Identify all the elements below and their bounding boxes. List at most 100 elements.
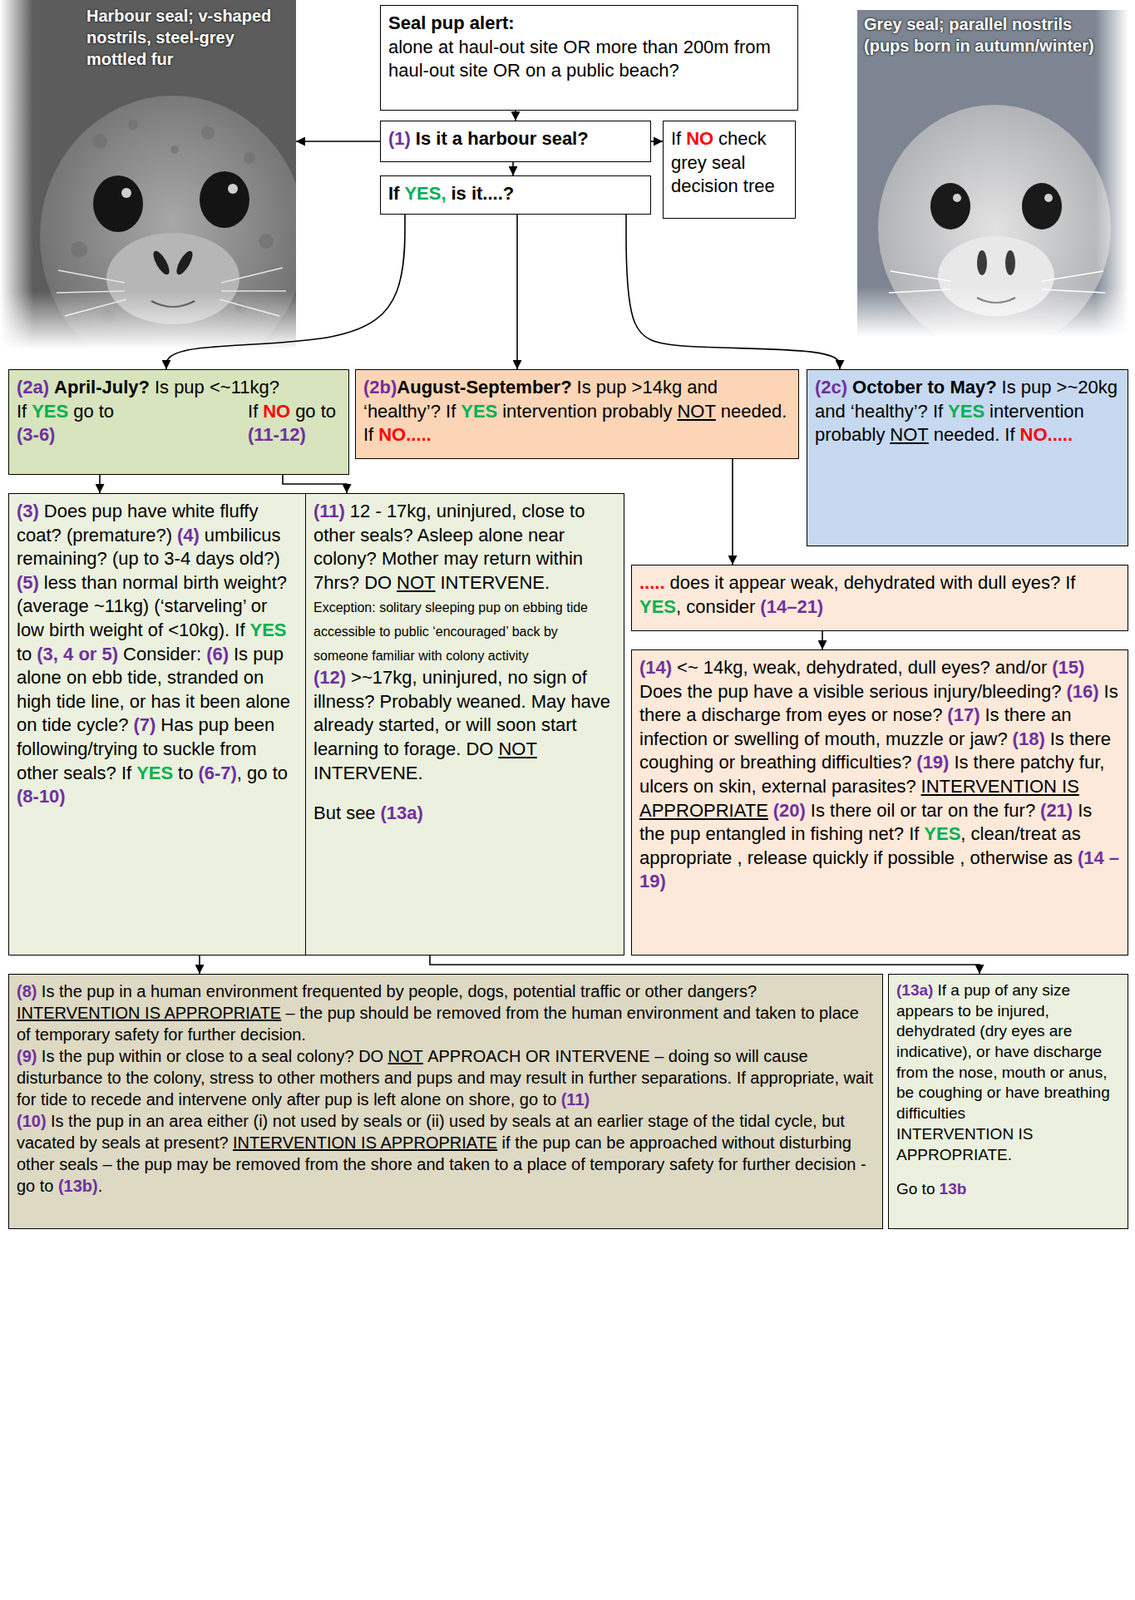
illustration-part — [58, 270, 125, 283]
text-cell: IfYESgo to(3-6) — [16, 399, 119, 448]
box-text: >~17kg, uninjured, no sign of illness? P… — [313, 666, 611, 760]
step-number: (4) — [177, 524, 200, 546]
box-text: If a pup of any size appears to be injur… — [896, 981, 1111, 1122]
node-content: (8)Is the pup in a human environment fre… — [9, 974, 883, 1203]
step-number: (15) — [1051, 656, 1085, 678]
step-number: (1) — [388, 128, 411, 149]
seal-eye — [199, 171, 250, 228]
step-number: (6-7) — [197, 762, 237, 784]
step-number: (8) — [16, 982, 37, 1001]
emphasis-text: INTERVENTION IS APPROPRIATE — [16, 1003, 282, 1022]
step-number: (14) — [639, 656, 672, 678]
box-text: If — [247, 400, 258, 422]
step-number: (13a) — [380, 802, 424, 824]
photo-caption: Grey seal; parallel nostrils (pups born … — [863, 14, 1095, 55]
flow-arrow — [296, 140, 380, 143]
box-text: , go to — [236, 762, 288, 784]
yes-answer: YES — [249, 619, 287, 641]
text-row: (8)Is the pup in a human environment fre… — [16, 980, 875, 1197]
box-text: . — [98, 1176, 104, 1195]
flow-arrow — [626, 214, 840, 370]
text-cell: (2c)October to May?Is pup >~20kg and ‘he… — [814, 375, 1121, 448]
seal-eye — [930, 182, 971, 230]
question-box: (1)Is it a harbour seal? — [379, 120, 652, 163]
node-content: IfNOcheck grey seal decision tree — [663, 121, 795, 205]
node-content: (13a)If a pup of any size appears to be … — [888, 974, 1128, 1206]
text-cell: IfYES,is it....? — [388, 182, 643, 207]
flow-arrow — [514, 110, 517, 121]
step-number: (2b) — [363, 376, 397, 398]
flow-arrow — [198, 955, 201, 974]
step-number: 13b — [939, 1179, 968, 1198]
illustration-part — [170, 145, 179, 154]
step-number: (14–21) — [759, 596, 824, 617]
text-cell: (11)12 - 17kg, uninjured, close to other… — [313, 499, 617, 826]
check-box: (3)Does pup have white fluffy coat? (pre… — [8, 493, 306, 956]
box-text: , consider — [676, 596, 756, 617]
text-row: (1)Is it a harbour seal? — [388, 127, 643, 152]
parallel-nostril — [977, 250, 987, 276]
text-row: .....does it appear weak, dehydrated wit… — [639, 571, 1121, 619]
heading-text: If — [388, 182, 400, 204]
node-content: Seal pup alert:alone at haul-out site OR… — [380, 5, 798, 89]
step-number: (11) — [313, 500, 346, 522]
node-content: (3)Does pup have white fluffy coat? (pre… — [9, 493, 306, 815]
text-row: (2b)August-September?Is pup >14kg and ‘h… — [363, 375, 791, 448]
box-text: If — [16, 400, 27, 422]
illustration-part — [1041, 271, 1104, 282]
text-row: Seal pup alert:alone at haul-out site OR… — [388, 11, 790, 84]
box-text: to — [177, 762, 193, 784]
box-text: Go to — [896, 1164, 1121, 1198]
emphasis-text: NOT — [889, 424, 928, 445]
seal-photo: Grey seal; parallel nostrils (pups born … — [857, 9, 1129, 337]
illustration-part — [70, 241, 88, 258]
flow-arrow — [282, 474, 347, 494]
yes-answer: YES, — [404, 182, 446, 204]
note-box: IfNOcheck grey seal decision tree — [662, 120, 796, 219]
text-cell: (1)Is it a harbour seal? — [388, 127, 643, 152]
step-number: (7) — [133, 714, 156, 736]
node-content: (11)12 - 17kg, uninjured, close to other… — [305, 493, 624, 832]
box-text: INTERVENE. — [439, 572, 550, 593]
step-number: (12) — [313, 666, 346, 688]
flow-arrow — [516, 214, 519, 370]
text-row: IfYESgo to(3-6)IfNOgo to(11-12) — [16, 399, 341, 448]
seal-photo: Harbour seal; v-shaped nostrils, steel-g… — [0, 0, 297, 350]
emphasis-text: INTERVENTION IS APPROPRIATE — [232, 1133, 498, 1152]
text-cell: Seal pup alert:alone at haul-out site OR… — [388, 11, 790, 84]
box-text: less than normal birth weight? (average … — [16, 572, 287, 641]
flow-arrow — [166, 214, 405, 370]
check-box: (11)12 - 17kg, uninjured, close to other… — [305, 493, 625, 956]
step-number: (5) — [16, 572, 40, 593]
text-cell: Grey seal; parallel nostrils (pups born … — [863, 13, 1122, 57]
illustration-part — [92, 133, 108, 149]
yes-answer: YES — [923, 823, 961, 844]
text-row: IfYES,is it....? — [388, 182, 643, 207]
box-text: go to — [73, 400, 114, 422]
check-box: .....does it appear weak, dehydrated wit… — [631, 564, 1129, 632]
photo-fade — [0, 291, 297, 350]
heading-text: Seal pup alert: — [388, 12, 515, 34]
heading-text: August-September? — [396, 376, 572, 398]
yes-answer: YES — [460, 400, 498, 422]
parallel-nostril — [1005, 250, 1016, 276]
v-nostril — [173, 248, 196, 277]
text-cell: Harbour seal; v-shaped nostrils, steel-g… — [86, 4, 292, 70]
box-text: If — [671, 128, 681, 149]
text-row: Harbour seal; v-shaped nostrils, steel-g… — [86, 4, 292, 70]
flow-arrow — [512, 162, 514, 176]
eye-highlight — [952, 193, 962, 203]
step-number: (9) — [16, 1046, 37, 1066]
step-number: (21) — [1040, 799, 1073, 821]
box-text: INTERVENE. — [313, 762, 424, 784]
node-content: Harbour seal; v-shaped nostrils, steel-g… — [0, 0, 297, 75]
node-content: (14)<~ 14kg, weak, dehydrated, dull eyes… — [631, 650, 1128, 900]
node-content: .....does it appear weak, dehydrated wit… — [631, 565, 1128, 625]
illustration-part — [258, 233, 274, 249]
step-number: (3-6) — [16, 424, 55, 445]
box-text: Is the pup within or close to a seal col… — [41, 1046, 384, 1066]
box-text: Is the pup in a human environment freque… — [41, 982, 757, 1001]
box-text: does it appear weak, dehydrated with dul… — [670, 572, 1076, 593]
illustration-part — [221, 267, 283, 283]
